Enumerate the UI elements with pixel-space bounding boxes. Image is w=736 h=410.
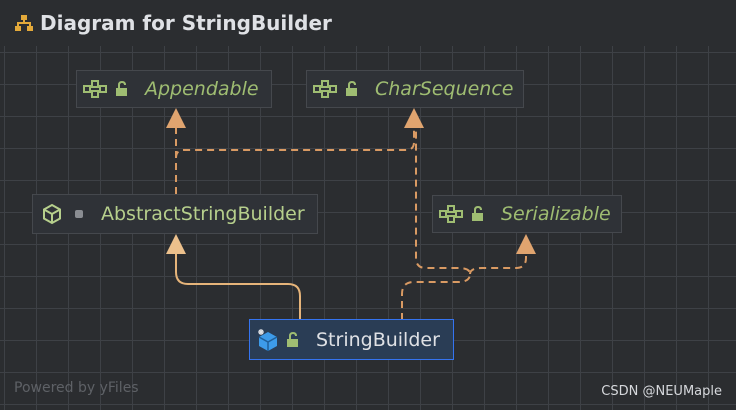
node-charsequence-label: CharSequence (375, 78, 514, 100)
edge-stringbuilder-extends-abstractstringbuilder (175, 254, 301, 320)
node-serializable[interactable]: Serializable (432, 195, 622, 233)
node-appendable-label: Appendable (145, 78, 259, 100)
node-abstractstringbuilder[interactable]: AbstractStringBuilder (32, 194, 318, 234)
node-stringbuilder[interactable]: StringBuilder (249, 319, 454, 360)
final-class-icon (258, 328, 278, 351)
node-appendable[interactable]: Appendable (76, 70, 272, 108)
interface-icon (439, 205, 463, 223)
unlocked-icon (287, 331, 298, 347)
unlocked-icon (472, 206, 483, 221)
unlocked-icon (346, 81, 357, 96)
abstract-class-icon (43, 203, 61, 225)
diagram-title: Diagram for StringBuilder (40, 11, 332, 35)
edge-stringbuilder-implements-charsequence (401, 128, 472, 320)
arrowhead-abstractstringbuilder (166, 234, 186, 254)
edge-stringbuilder-implements-serializable (469, 254, 527, 275)
csdn-watermark: CSDN @NEUMaple (601, 384, 722, 399)
unlocked-icon (116, 81, 127, 96)
arrowhead-charsequence (404, 108, 424, 128)
node-serializable-label: Serializable (501, 203, 611, 225)
arrowhead-appendable (166, 108, 186, 128)
node-stringbuilder-label: StringBuilder (316, 328, 440, 351)
hierarchy-icon (15, 15, 33, 31)
arrowhead-serializable (516, 234, 536, 254)
node-abstractstringbuilder-label: AbstractStringBuilder (101, 203, 305, 225)
edge-abstractstringbuilder-implements-charsequence (175, 128, 415, 170)
package-private-icon (75, 210, 83, 218)
diagram-title-bar: Diagram for StringBuilder (0, 0, 736, 46)
node-charsequence[interactable]: CharSequence (306, 70, 524, 108)
interface-icon (313, 80, 337, 98)
interface-icon (83, 80, 107, 98)
powered-by-yfiles: Powered by yFiles (14, 380, 139, 396)
